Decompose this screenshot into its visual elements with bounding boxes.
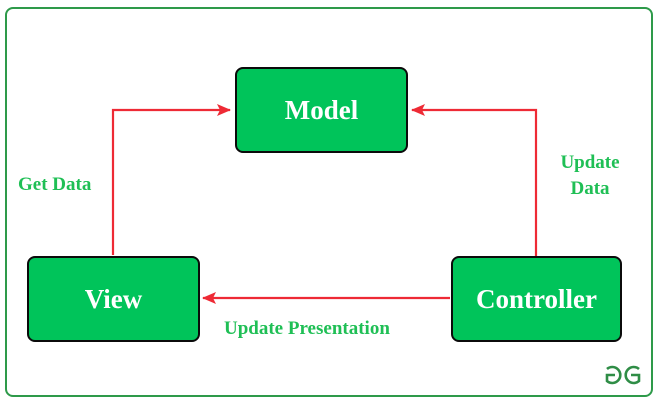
model-node: Model <box>235 67 408 153</box>
controller-node-label: Controller <box>476 283 597 314</box>
edge-label-update-data-line1: Update <box>560 152 620 173</box>
arrow-update-data <box>411 104 538 257</box>
view-node-label: View <box>84 283 143 314</box>
edge-label-update-data-line2: Data <box>570 178 610 199</box>
edge-label-get-data: Get Data <box>18 174 92 195</box>
arrow-get-data <box>111 104 231 255</box>
model-node-label: Model <box>284 94 359 125</box>
controller-node: Controller <box>451 256 622 342</box>
edge-label-update-presentation: Update Presentation <box>224 318 390 339</box>
gfg-logo-icon <box>605 365 641 385</box>
edge-label-update-data: Update Data <box>549 150 631 202</box>
view-node: View <box>27 256 200 342</box>
